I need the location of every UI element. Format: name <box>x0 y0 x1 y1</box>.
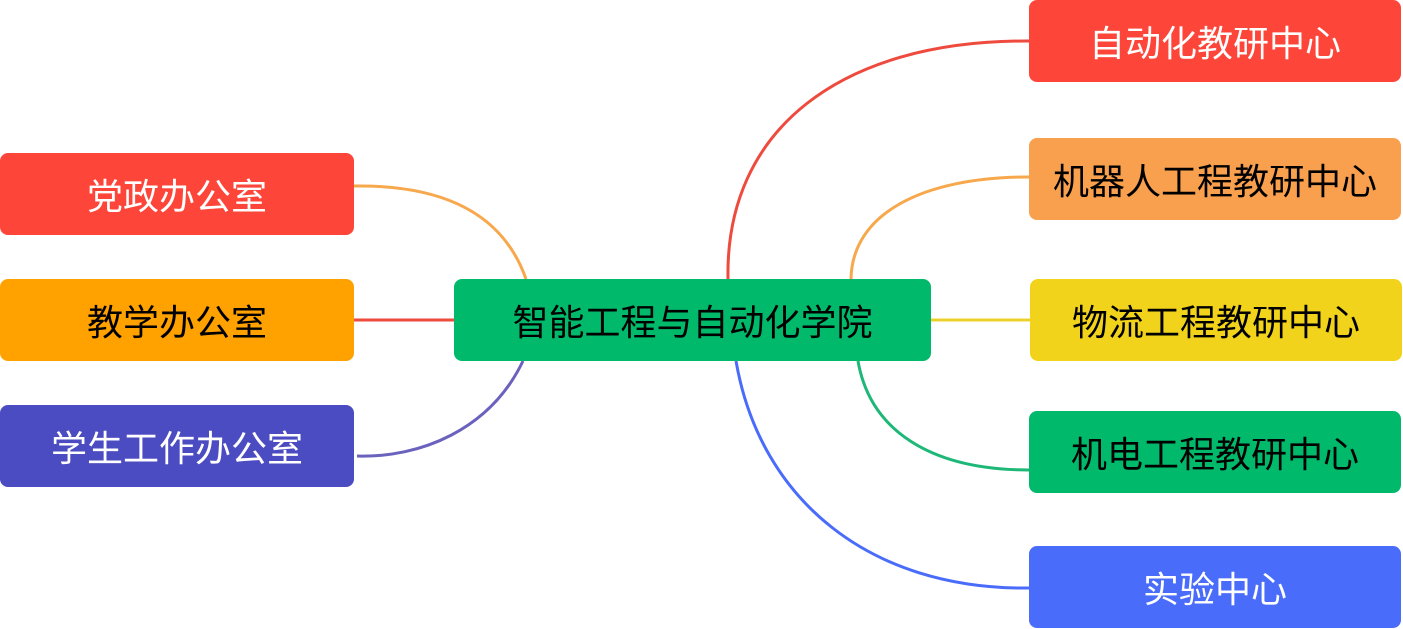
edge-auto <box>726 39 1030 280</box>
node-automation-center[interactable]: 自动化教研中心 <box>1029 0 1401 82</box>
node-lab-center[interactable]: 实验中心 <box>1029 546 1401 628</box>
node-student-affairs-office[interactable]: 学生工作办公室 <box>0 405 354 487</box>
node-party-office[interactable]: 党政办公室 <box>0 153 354 235</box>
edge-lab <box>734 360 1030 590</box>
edge-mech <box>856 360 1030 472</box>
node-logistics-center[interactable]: 物流工程教研中心 <box>1030 279 1402 361</box>
node-mechatronics-center[interactable]: 机电工程教研中心 <box>1029 411 1401 493</box>
edge-robot <box>849 175 1030 280</box>
node-teaching-office[interactable]: 教学办公室 <box>0 279 354 361</box>
edge-party <box>353 184 528 280</box>
center-node[interactable]: 智能工程与自动化学院 <box>454 279 931 361</box>
edge-student <box>356 360 525 458</box>
node-robotics-center[interactable]: 机器人工程教研中心 <box>1029 138 1401 220</box>
